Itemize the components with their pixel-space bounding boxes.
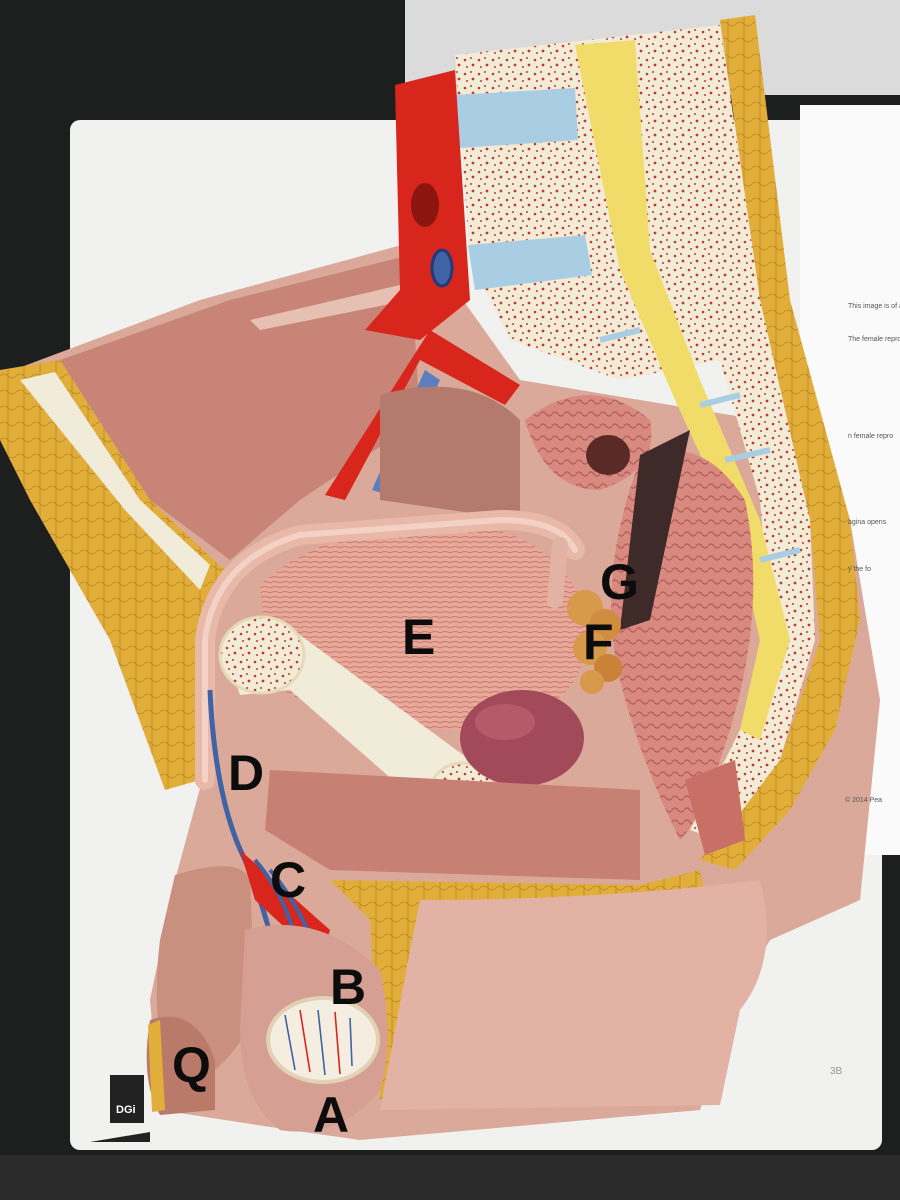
vein-cross-section <box>430 248 454 288</box>
common-iliac-artery <box>325 330 520 500</box>
peritoneal-shadow <box>380 386 520 520</box>
colon-lumen <box>586 435 630 475</box>
buttock-skin <box>380 880 767 1110</box>
muscle-sheen <box>250 285 410 330</box>
ureter <box>547 537 568 608</box>
aorta-lumen <box>411 183 439 227</box>
label-q: Q <box>172 1037 211 1093</box>
logo-text: DGi <box>116 1104 136 1116</box>
abdominal-muscle <box>60 255 420 560</box>
sheet-text-line: The female repro <box>848 336 900 343</box>
anterior-wall-fat <box>0 360 230 790</box>
disc-stripes <box>599 327 801 563</box>
spine-fat-band <box>700 15 860 870</box>
board-mark: 3B <box>830 1066 843 1077</box>
floor-strip <box>0 1155 900 1200</box>
sheet-text-line: © 2014 Pea <box>845 797 883 804</box>
label-a: A <box>313 1087 350 1143</box>
intervertebral-disc-1 <box>455 88 578 148</box>
rectal-cavity <box>620 430 690 630</box>
ductus-deferens-highlight <box>202 516 578 783</box>
sheet-text-line: y the fo <box>848 566 871 573</box>
spinal-nerve-bundle <box>575 40 790 740</box>
intervertebral-disc-2 <box>468 235 592 290</box>
label-d: D <box>228 745 265 801</box>
anterior-wall-fascia <box>20 372 210 590</box>
label-b: B <box>330 959 367 1015</box>
vertebral-column <box>455 25 815 840</box>
perineal-muscle <box>265 770 640 880</box>
glans-fat-edge <box>148 1020 165 1112</box>
sheet-text-line: This image is of a <box>848 303 900 310</box>
testis-vessels <box>284 1009 353 1076</box>
anal-canal <box>685 760 745 855</box>
label-c: C <box>270 852 307 908</box>
sheet-text-line: agina opens <box>848 519 887 526</box>
logo-triangle <box>90 1132 150 1142</box>
logo-badge <box>110 1075 144 1123</box>
label-g: G <box>600 554 639 610</box>
seminal-vesicle <box>567 590 622 694</box>
label-f: F <box>583 614 614 670</box>
prostate-highlight <box>475 704 535 740</box>
sheet-text-line: n female repro <box>848 433 894 440</box>
pubic-bone-cut-top <box>218 615 306 695</box>
label-e: E <box>402 609 436 665</box>
prostate-gland <box>460 690 584 786</box>
